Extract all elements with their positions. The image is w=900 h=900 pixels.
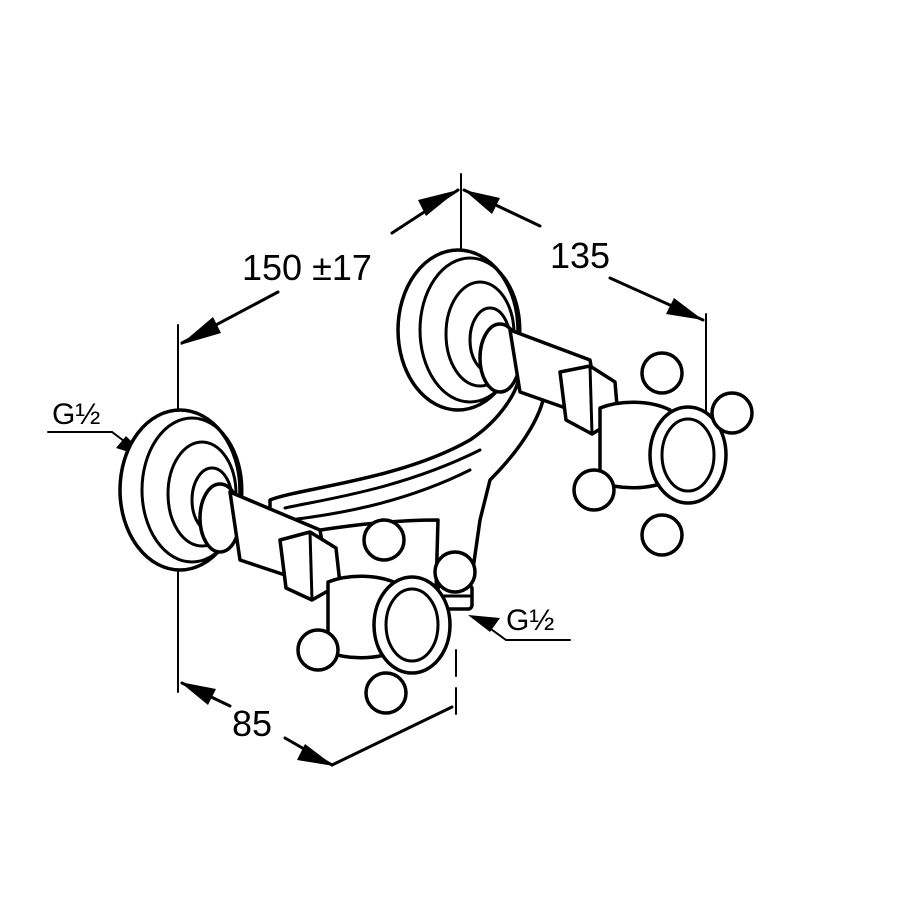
left-cross-handle[interactable] bbox=[296, 518, 477, 715]
dimension-projection: 85 bbox=[177, 544, 457, 767]
handle-knob bbox=[364, 671, 408, 715]
right-cross-handle[interactable] bbox=[572, 351, 754, 557]
handle-knob bbox=[296, 628, 340, 672]
thread-label-left: G½ bbox=[52, 398, 100, 431]
dimension-depth: 135 bbox=[462, 188, 707, 441]
arrowhead bbox=[418, 190, 458, 216]
dimension-label-depth: 135 bbox=[550, 235, 610, 276]
dimension-width: 150 ±17 bbox=[177, 173, 462, 541]
handle-knob bbox=[572, 468, 616, 512]
arrowhead bbox=[180, 317, 221, 345]
arrowhead bbox=[666, 298, 703, 320]
handle-knob bbox=[433, 550, 477, 594]
handle-knob bbox=[710, 391, 754, 435]
dimension-line-projection-c bbox=[330, 705, 454, 767]
handle-knob bbox=[362, 518, 406, 562]
arrowhead bbox=[464, 190, 500, 214]
arrowhead bbox=[297, 744, 334, 766]
thread-label-outlet: G½ bbox=[506, 604, 554, 637]
dimension-label-projection: 85 bbox=[232, 703, 272, 744]
thread-callout-outlet: G½ bbox=[468, 604, 571, 641]
handle-knob bbox=[640, 513, 684, 557]
handle-knob bbox=[640, 351, 684, 395]
dimension-label-width: 150 ±17 bbox=[242, 247, 372, 288]
arrowhead bbox=[180, 682, 216, 705]
arrowhead bbox=[468, 615, 500, 632]
left-connector bbox=[198, 482, 342, 602]
